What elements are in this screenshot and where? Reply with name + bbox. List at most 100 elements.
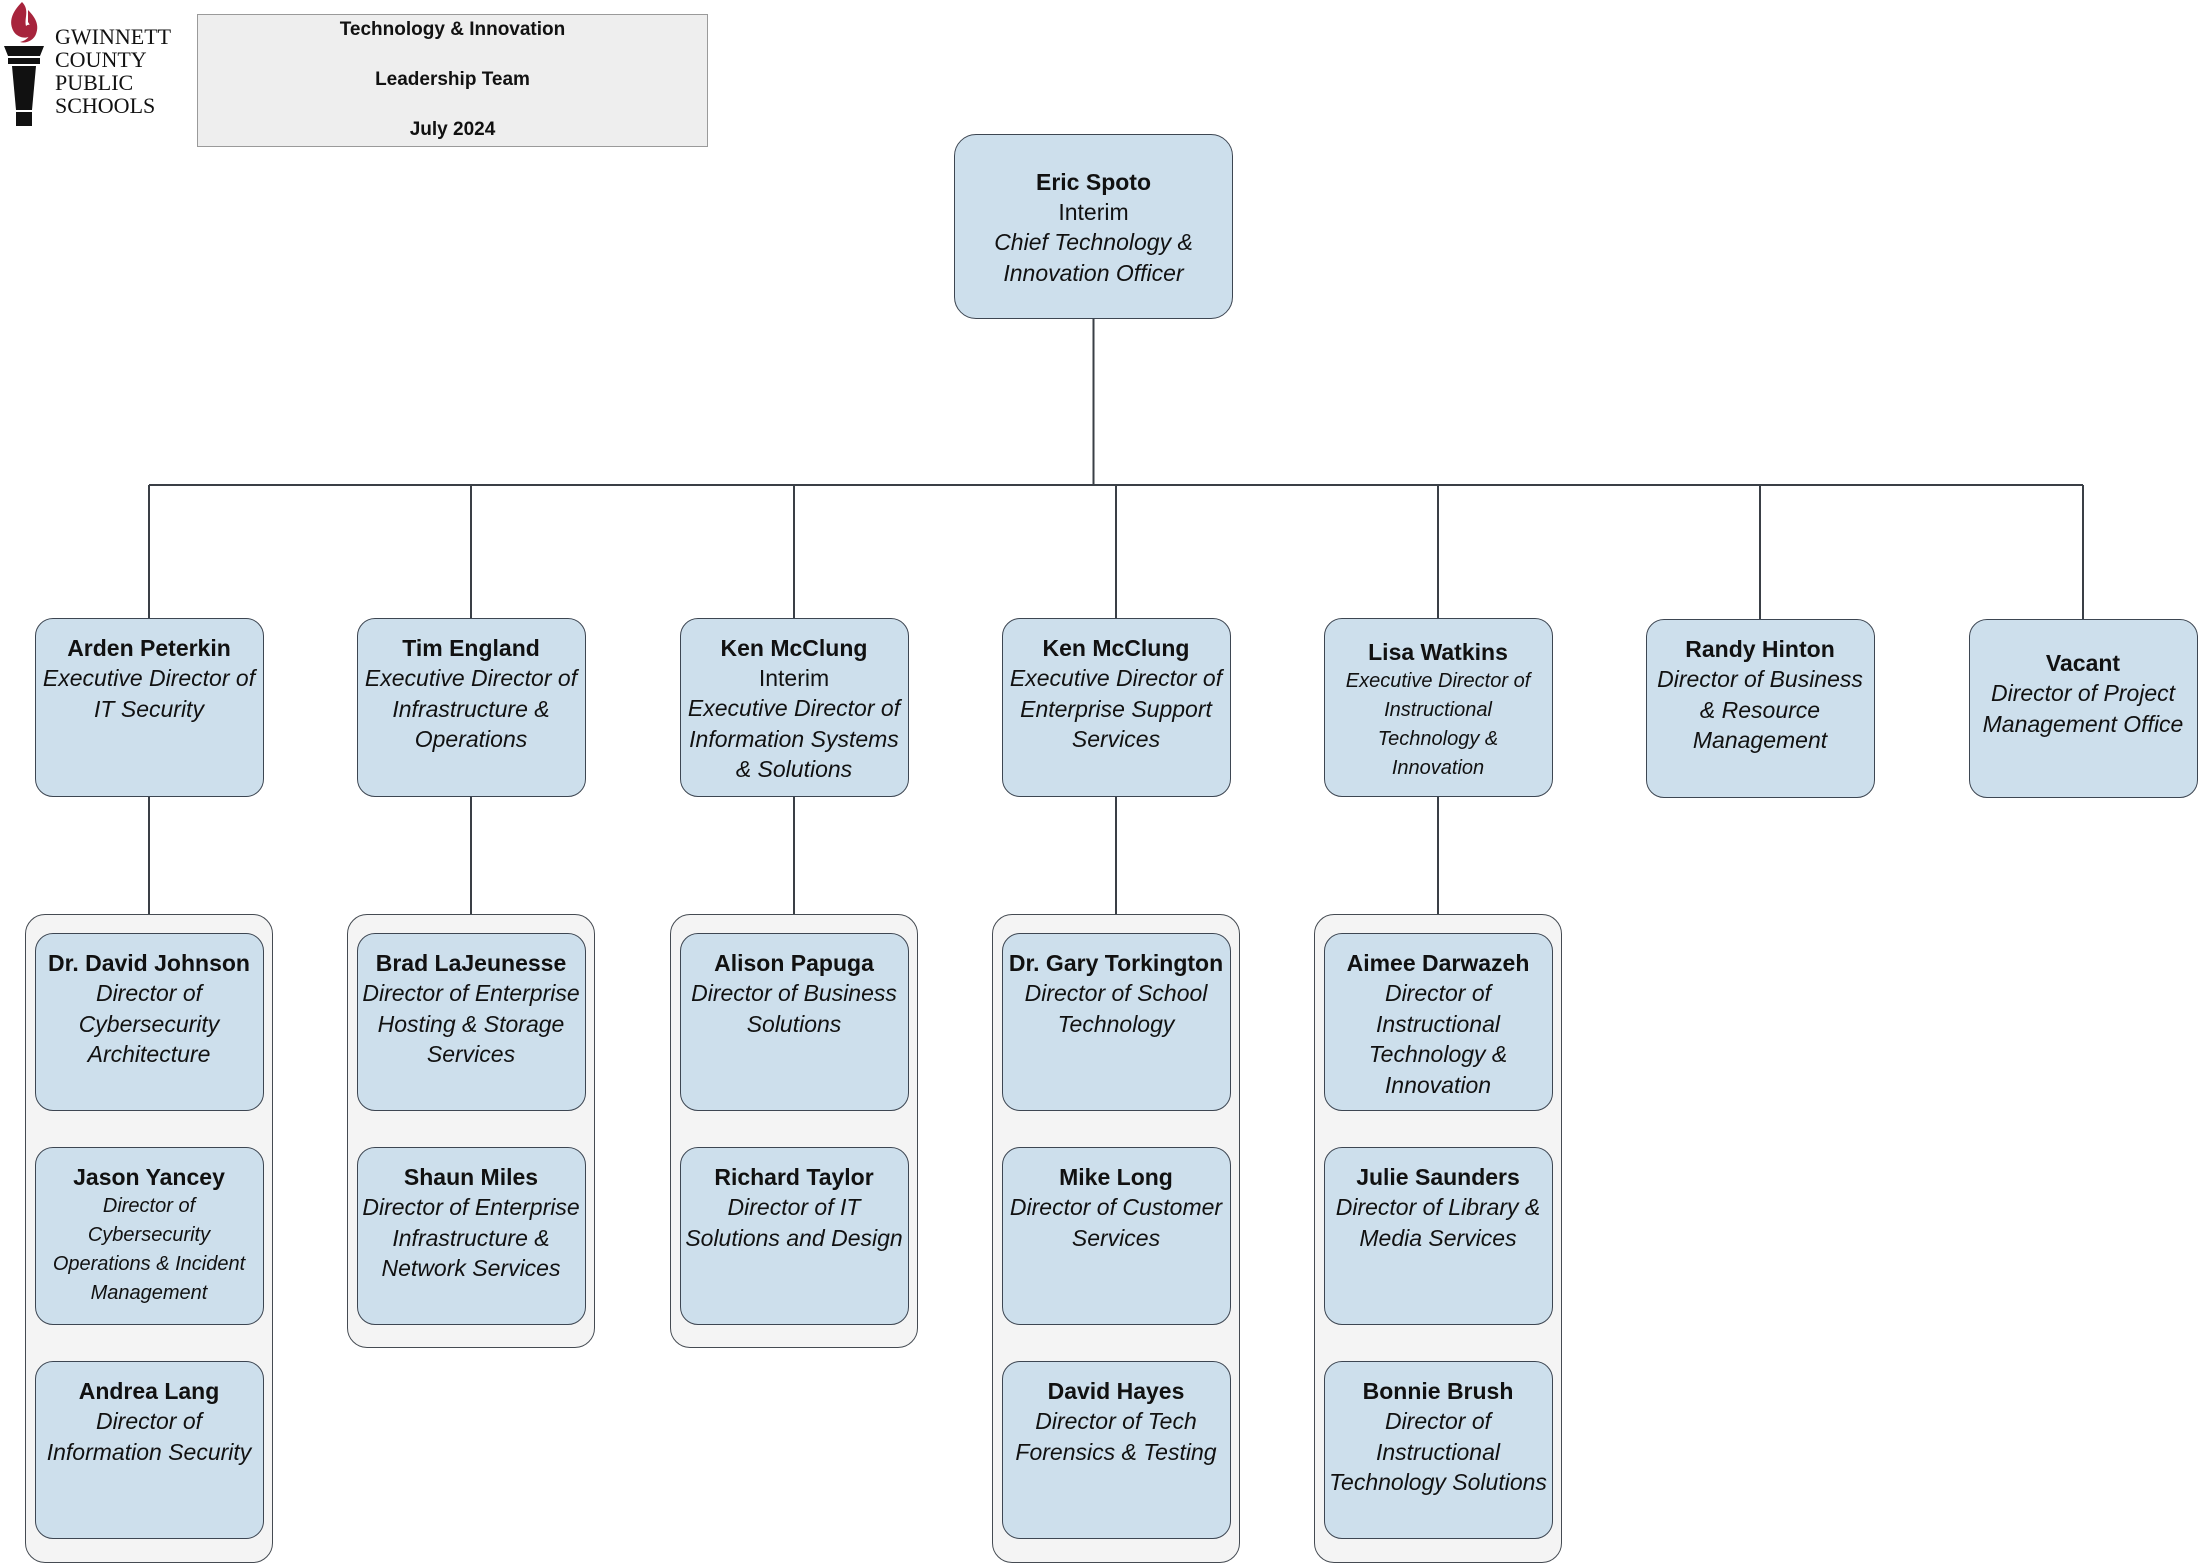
person-name: Ken McClung	[720, 635, 868, 661]
role-title-line: Director of	[95, 980, 203, 1006]
district-logo: GWINNETT COUNTY PUBLIC SCHOOLS	[0, 0, 190, 130]
role-qualifier: Interim	[1058, 199, 1129, 225]
logo-line: GWINNETT	[55, 24, 172, 49]
role-title-line: Director of Tech	[1035, 1408, 1197, 1434]
person-name: Andrea Lang	[78, 1378, 220, 1404]
role-title-line: Management	[1692, 727, 1828, 753]
role-title-line: Technology &	[1377, 728, 1499, 750]
role-title-line: Management Office	[1982, 710, 2184, 737]
role-title-line: Information Security	[46, 1438, 252, 1465]
person-name: Dr. Gary Torkington	[1008, 950, 1224, 976]
person-name: Tim England	[402, 635, 540, 661]
role-title-line: Director of	[95, 1408, 203, 1434]
role-title-line: Operations & Incident	[52, 1253, 246, 1275]
role-title-line: Technology &	[1368, 1041, 1508, 1067]
role-title-line: Director of	[102, 1195, 196, 1217]
role-title-line: Director of Enterprise	[362, 1194, 580, 1220]
chart-title-box: Technology & Innovation Leadership Team …	[197, 14, 708, 147]
role-title-line: Cybersecurity	[87, 1224, 211, 1246]
role-title-line: Director of Business	[1657, 666, 1863, 692]
person-name: Mike Long	[1059, 1164, 1173, 1190]
person-name: Jason Yancey	[73, 1164, 225, 1190]
role-title-line: Services	[1071, 726, 1161, 752]
logo-line: PUBLIC	[55, 70, 134, 95]
role-title-line: Innovation Officer	[1003, 259, 1184, 286]
role-title-line: Solutions and Design	[685, 1224, 903, 1251]
role-title-line: Innovation	[1384, 1071, 1492, 1098]
person-name: Richard Taylor	[714, 1164, 874, 1190]
role-title-line: Infrastructure &	[392, 1224, 550, 1251]
person-name: Bonnie Brush	[1362, 1378, 1514, 1404]
role-title-line: Director of Enterprise	[362, 980, 580, 1006]
role-title-line: Solutions	[746, 1010, 842, 1037]
logo-wordmark: GWINNETT COUNTY PUBLIC SCHOOLS	[55, 25, 171, 117]
person-name: Eric Spoto	[1035, 169, 1151, 195]
chart-subtitle: Leadership Team	[375, 69, 530, 90]
role-title-line: Forensics & Testing	[1015, 1438, 1217, 1465]
person-name: Alison Papuga	[714, 950, 874, 976]
role-title-line: Director of Project	[1990, 680, 2176, 706]
role-title-line: Executive Director of	[364, 665, 578, 691]
role-title-line: Innovation	[1391, 757, 1485, 779]
person-name: Brad LaJeunesse	[375, 950, 567, 976]
torch-icon	[4, 2, 44, 126]
role-title-line: Director of Customer	[1009, 1194, 1223, 1220]
logo-line: SCHOOLS	[55, 93, 156, 118]
role-title-line: Technology	[1057, 1010, 1175, 1037]
role-title-line: IT Security	[94, 695, 204, 722]
person-name: David Hayes	[1047, 1378, 1185, 1404]
role-qualifier: Interim	[758, 665, 830, 691]
role-title-line: Cybersecurity	[78, 1010, 220, 1037]
role-title-line: Chief Technology &	[994, 229, 1193, 255]
role-title-line: Network Services	[381, 1255, 561, 1281]
role-title-line: Director of	[1384, 1408, 1492, 1434]
role-title-line: Enterprise Support	[1020, 695, 1212, 722]
role-title-line: Information Systems	[689, 725, 899, 752]
role-title-line: Services	[1071, 1224, 1161, 1251]
chart-date: July 2024	[409, 119, 496, 140]
role-title-line: Executive Director of	[687, 695, 901, 721]
role-title-line: Technology Solutions	[1329, 1469, 1547, 1495]
role-title-line: & Resource	[1699, 696, 1821, 723]
role-title-line: Services	[426, 1041, 516, 1067]
person-name: Lisa Watkins	[1368, 639, 1508, 665]
role-title-line: Infrastructure &	[392, 695, 550, 722]
person-name: Randy Hinton	[1685, 636, 1835, 662]
person-name: Ken McClung	[1042, 635, 1190, 661]
role-title-line: & Solutions	[735, 756, 853, 782]
person-name: Arden Peterkin	[67, 635, 231, 661]
logo-line: COUNTY	[55, 47, 147, 72]
role-title-line: Hosting & Storage	[377, 1010, 565, 1037]
role-title-line: Media Services	[1359, 1224, 1517, 1251]
person-name: Shaun Miles	[403, 1164, 539, 1190]
role-title-line: Director of IT	[727, 1194, 861, 1220]
role-title-line: Instructional	[1384, 699, 1492, 721]
role-title-line: Executive Director of	[42, 665, 256, 691]
role-title-line: Director of School	[1024, 980, 1208, 1006]
role-title-line: Director of Library &	[1335, 1194, 1541, 1220]
chart-title: Technology & Innovation	[339, 19, 566, 40]
role-title-line: Instructional	[1375, 1010, 1500, 1037]
role-title-line: Executive Director of	[1345, 670, 1531, 692]
person-name: Aimee Darwazeh	[1346, 950, 1530, 976]
person-name: Dr. David Johnson	[48, 950, 250, 976]
